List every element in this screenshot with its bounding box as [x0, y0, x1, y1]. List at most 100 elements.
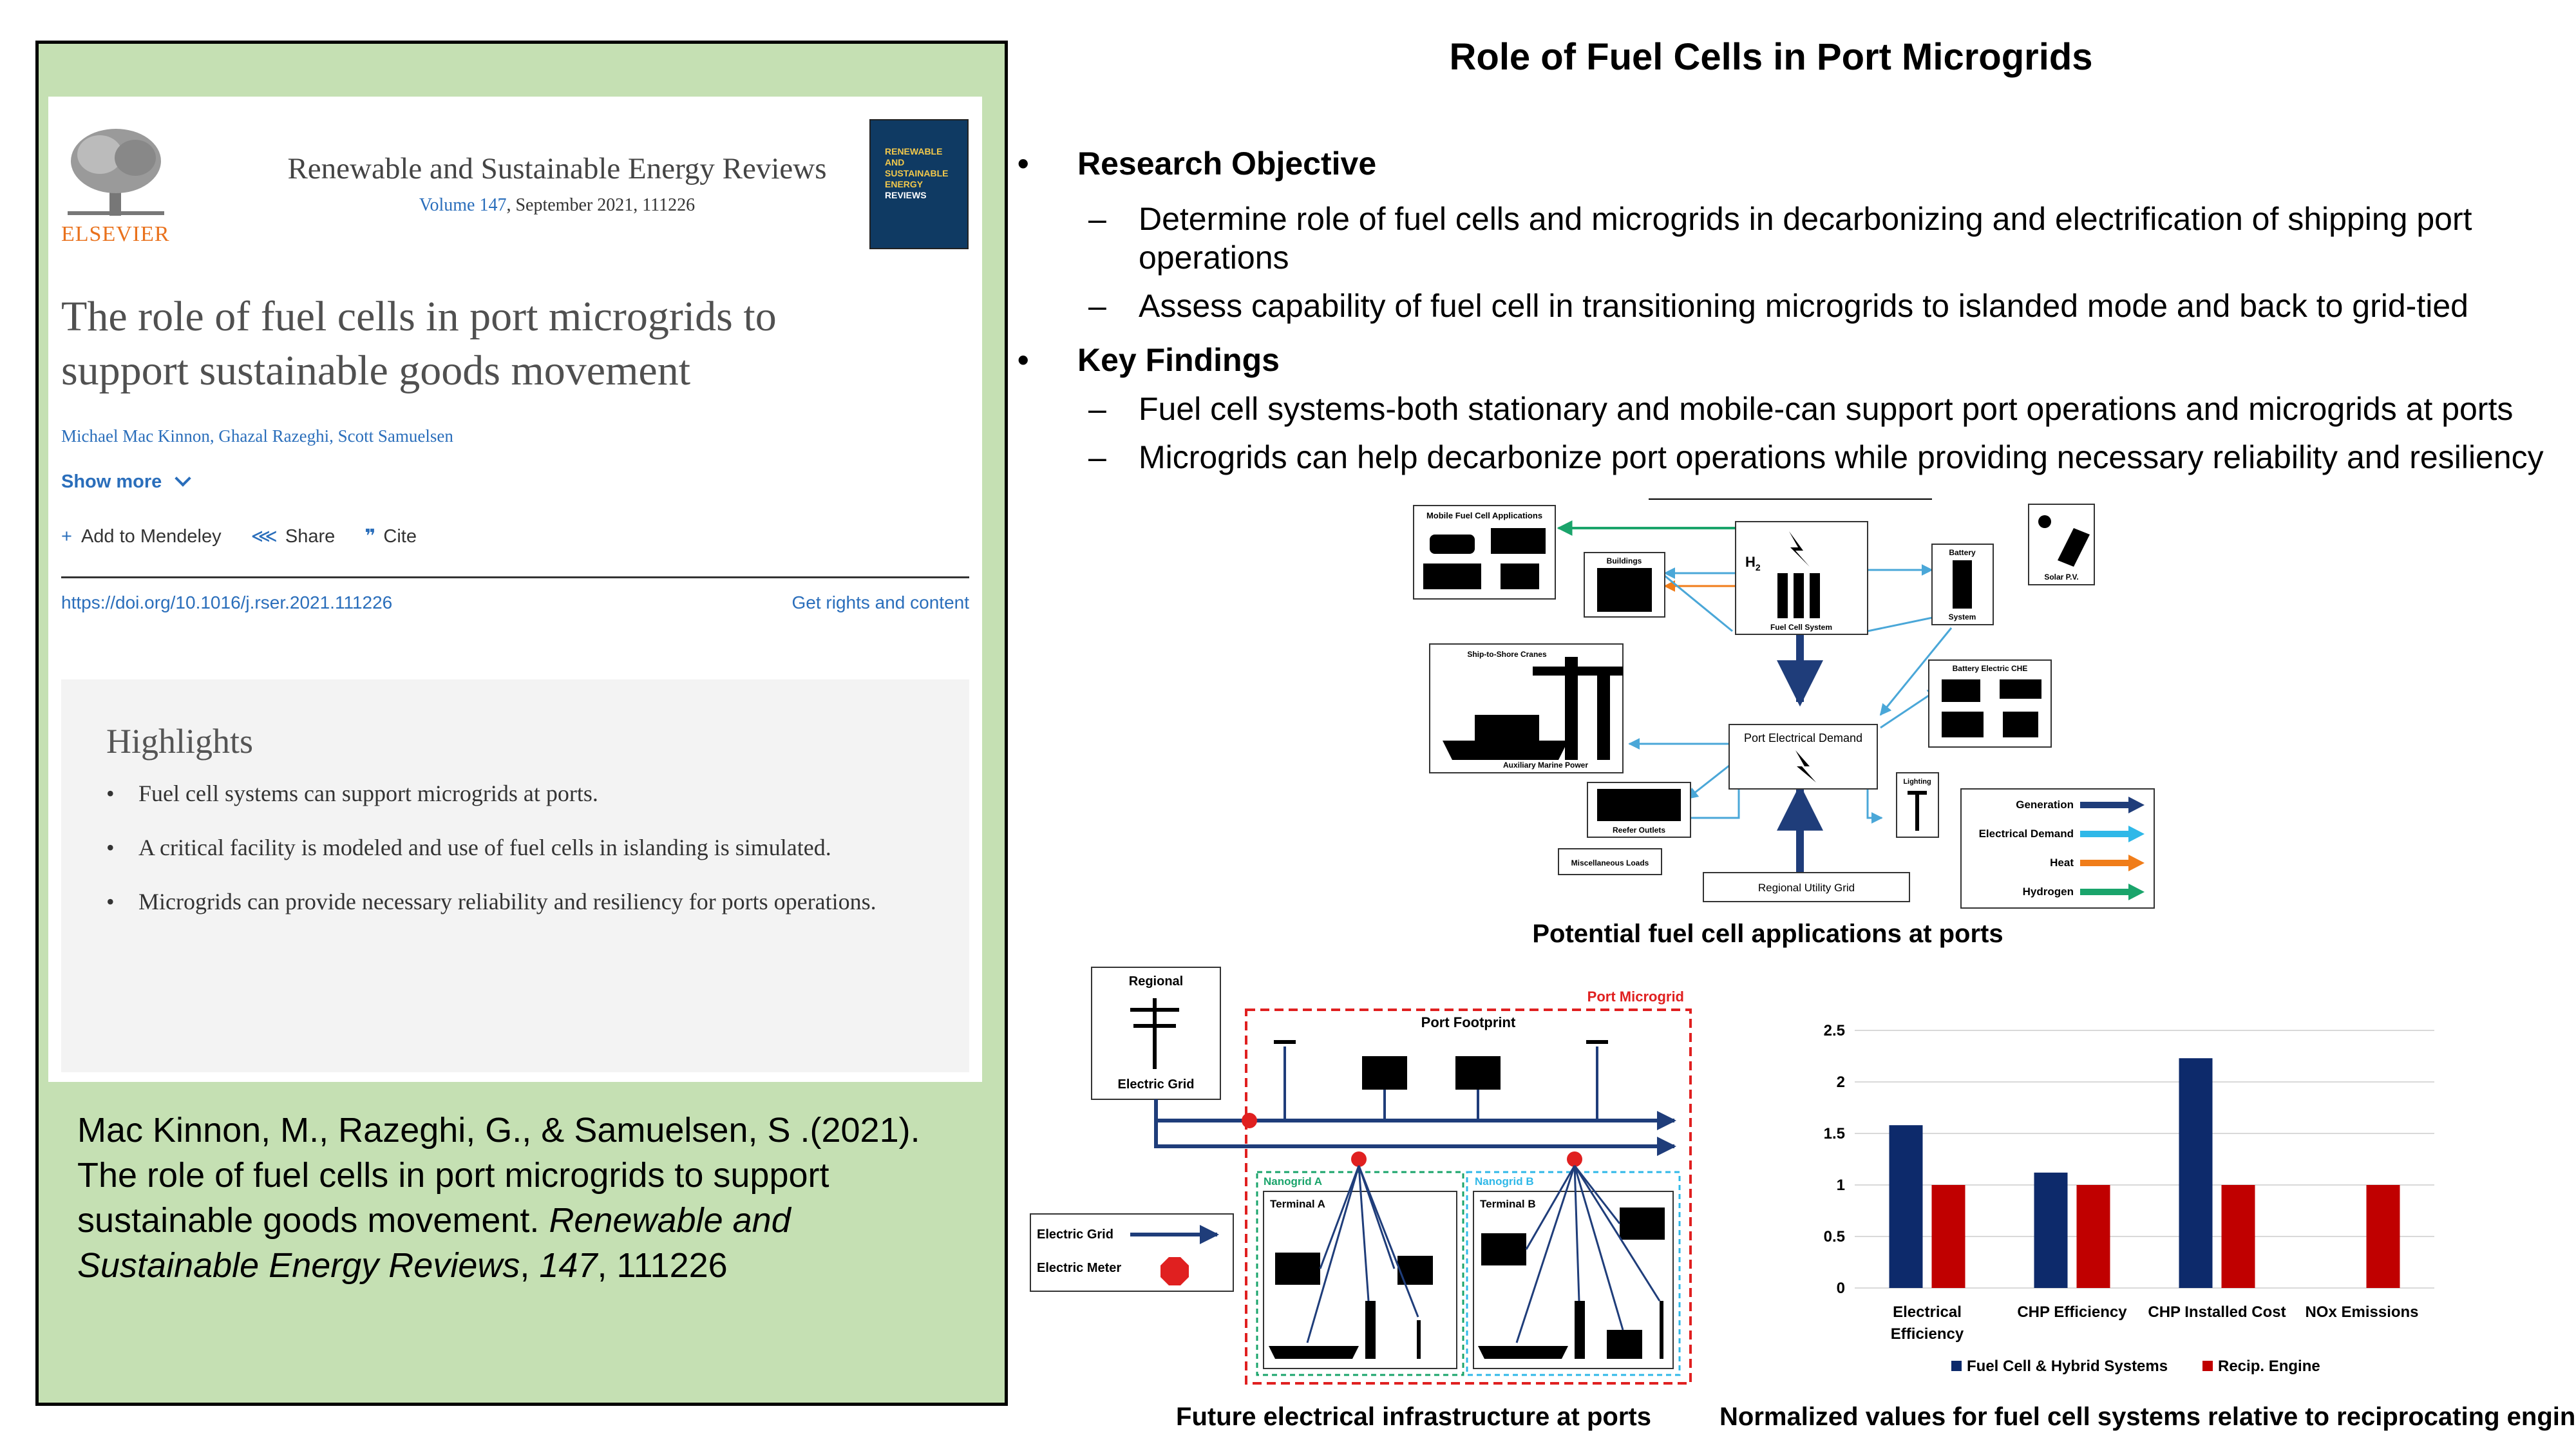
objective-item: Determine role of fuel cells and microgr…: [1139, 201, 2472, 276]
electric-meter-icon: [1567, 1151, 1582, 1167]
building-icon: [1481, 1233, 1526, 1265]
volume-date: , September 2021, 111226: [506, 195, 696, 215]
legend-swatch: [1951, 1361, 1962, 1371]
transmission-tower-icon: [1153, 998, 1157, 1069]
nanogrid-b-label: Nanogrid B: [1475, 1175, 1534, 1188]
y-tick-label: 1: [1837, 1177, 1845, 1194]
feeder-line: [1319, 1165, 1360, 1269]
journal-name[interactable]: Renewable and Sustainable Energy Reviews: [287, 152, 827, 185]
demand-label: Port Electrical Demand: [1744, 732, 1862, 744]
share-button[interactable]: ⋘Share: [251, 526, 336, 547]
solar-panel-icon: [2058, 528, 2090, 567]
terminal-a-label: Terminal A: [1270, 1198, 1325, 1210]
light-pole-icon: [1908, 791, 1927, 795]
elsevier-tree-logo: [68, 129, 164, 216]
y-tick-label: 2: [1837, 1074, 1845, 1091]
cite-button[interactable]: ❞Cite: [365, 526, 417, 547]
crane-icon: [1533, 667, 1623, 676]
objective-item: Assess capability of fuel cell in transi…: [1139, 288, 2468, 324]
cover-line: REVIEWS: [885, 190, 927, 200]
article-toolbar: + Add to Mendeley ⋘Share ❞Cite: [61, 525, 441, 547]
publisher-name: ELSEVIER: [61, 222, 170, 246]
y-tick-label: 0.5: [1824, 1228, 1845, 1245]
journal-cover[interactable]: RENEWABLE AND SUSTAINABLE ENERGY REVIEWS: [869, 119, 969, 249]
misc-label: Miscellaneous Loads: [1571, 858, 1649, 867]
legend-grid-label: Electric Grid: [1037, 1227, 1113, 1242]
author-list[interactable]: Michael Mac Kinnon, Ghazal Razeghi, Scot…: [61, 426, 453, 446]
legend-hydrogen: Hydrogen: [2023, 886, 2074, 898]
nanogrid-a-label: Nanogrid A: [1264, 1175, 1322, 1188]
generation-legend-arrow: [2080, 797, 2145, 813]
forklift-icon: [2003, 712, 2038, 737]
heat-legend-arrow: [2080, 855, 2145, 871]
light-pole-icon: [1586, 1040, 1608, 1044]
ship-icon: [1443, 741, 1568, 760]
light-pole-icon: [1274, 1040, 1296, 1044]
crane-icon: [1597, 670, 1610, 760]
highlight-item: A critical facility is modeled and use o…: [106, 830, 918, 865]
dash: –: [1088, 288, 1106, 324]
ship-icon: [1478, 1346, 1568, 1359]
battery-icon: [1953, 560, 1972, 609]
legend-heat: Heat: [2050, 857, 2074, 869]
findings-heading: Key Findings: [1077, 342, 1280, 378]
feeder-line: [1515, 1165, 1576, 1343]
sun-icon: [2038, 515, 2051, 528]
plus-icon: +: [61, 526, 72, 547]
share-label: Share: [285, 526, 336, 547]
y-tick-label: 2.5: [1824, 1022, 1845, 1039]
hydrogen-legend-arrow: [2080, 884, 2145, 900]
reefer-label: Reefer Outlets: [1613, 826, 1665, 835]
bar: [2076, 1185, 2110, 1288]
building-icon: [1597, 568, 1652, 612]
y-tick-label: 0: [1837, 1280, 1845, 1297]
bar: [2221, 1185, 2255, 1288]
light-pole-icon: [1660, 1301, 1663, 1359]
light-pole-icon: [1417, 1320, 1421, 1359]
x-tick-label: CHP Installed Cost: [2148, 1303, 2286, 1321]
port-microgrid-boundary: [1245, 1009, 1692, 1385]
terminal-b-box: [1473, 1191, 1674, 1369]
feeder-line: [1358, 1165, 1370, 1302]
cover-line: SUSTAINABLE: [885, 168, 949, 178]
feeder-line: [1573, 1165, 1624, 1331]
journal-volume: Volume 147, September 2021, 111226: [229, 195, 886, 216]
y-tick-label: 1.5: [1824, 1125, 1845, 1142]
crane-icon: [1365, 1301, 1376, 1359]
bar: [2366, 1185, 2400, 1288]
aux-power-label: Auxiliary Marine Power: [1503, 761, 1588, 770]
battery-system-label: System: [1949, 612, 1976, 621]
add-mendeley-label: Add to Mendeley: [80, 526, 222, 547]
fuel-cell-stack-icon: [1777, 573, 1788, 618]
demand-line: [1661, 572, 1733, 632]
ship-icon: [1269, 1346, 1359, 1359]
feeder-line: [1358, 1165, 1419, 1318]
volume-link[interactable]: Volume 147: [419, 195, 507, 215]
crane-icon: [1565, 657, 1578, 760]
objective-bullet: •: [1018, 146, 1029, 182]
highlight-item: Fuel cell systems can support microgrids…: [106, 776, 918, 811]
legend-label: Fuel Cell & Hybrid Systems: [1967, 1358, 2168, 1375]
port-microgrid-label: Port Microgrid: [1587, 989, 1684, 1005]
cover-line: RENEWABLE: [885, 146, 943, 156]
feeder-line: [1306, 1165, 1360, 1343]
add-mendeley-button[interactable]: + Add to Mendeley: [61, 526, 222, 547]
lighting-label: Lighting: [1903, 778, 1931, 786]
diagram2-caption: Future electrical infrastructure at port…: [1176, 1403, 1651, 1431]
highlights-section: Highlights Fuel cell systems can support…: [61, 679, 969, 1072]
bar: [1931, 1185, 1965, 1288]
cover-line: AND: [885, 157, 905, 167]
fuel-cell-stack-icon: [1810, 573, 1820, 618]
highlights-list: Fuel cell systems can support microgrids…: [106, 776, 918, 938]
show-more-button[interactable]: Show more: [61, 470, 192, 493]
port-applications-diagram: Mobile Fuel Cell Applications Buildings …: [1413, 498, 2155, 909]
x-tick-label: CHP Efficiency: [2017, 1303, 2127, 1321]
rights-link[interactable]: Get rights and content: [791, 592, 969, 612]
divider: [61, 576, 969, 578]
building-icon: [1275, 1253, 1320, 1285]
citation-authors: Mac Kinnon, M., Razeghi, G., & Samuelsen…: [77, 1111, 920, 1240]
objective-heading: Research Objective: [1077, 146, 1377, 182]
doi-link[interactable]: https://doi.org/10.1016/j.rser.2021.1112…: [61, 592, 393, 612]
regional-label: Regional: [1129, 974, 1183, 989]
mobile-label: Mobile Fuel Cell Applications: [1426, 511, 1542, 520]
